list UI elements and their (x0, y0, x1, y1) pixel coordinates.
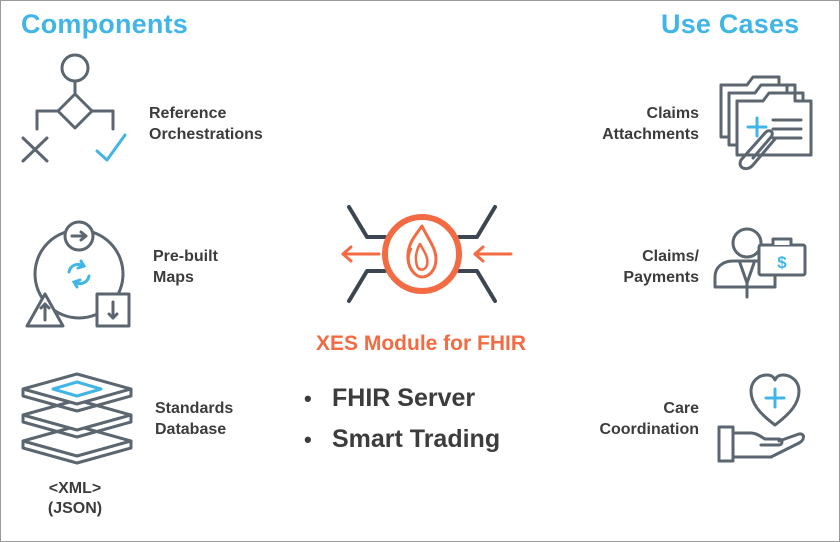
component-label-standards-database: Standards Database (155, 400, 234, 438)
cycle-maps-icon (25, 220, 131, 328)
folders-paperclip-icon (719, 75, 813, 171)
component-label-reference-orchestrations: Reference Orchestrations (149, 105, 263, 143)
components-heading: Components (21, 9, 188, 39)
person-dollar-briefcase-icon: $ (713, 227, 807, 299)
module-title: XES Module for FHIR (316, 332, 526, 355)
heart-hand-icon (717, 373, 805, 463)
component-label-pre-built-maps: Pre-built Maps (153, 248, 218, 286)
use-cases-heading: Use Cases (661, 9, 800, 39)
flame-hub-icon (341, 205, 513, 303)
use-case-label-care-coordination: Care Coordination (599, 400, 699, 438)
format-label-xml: <XML> (48, 480, 102, 497)
format-label-json: (JSON) (47, 500, 103, 517)
use-case-label-claims-attachments: Claims Attachments (602, 105, 699, 143)
feature-item: •Smart Trading (304, 425, 501, 453)
svg-text:$: $ (777, 253, 787, 272)
decision-flowchart-icon (21, 53, 127, 163)
module-feature-list: •FHIR Server •Smart Trading (304, 384, 500, 466)
layers-database-icon (21, 372, 133, 465)
feature-item: •FHIR Server (304, 384, 476, 412)
use-case-label-claims-payments: Claims/ Payments (623, 248, 699, 286)
